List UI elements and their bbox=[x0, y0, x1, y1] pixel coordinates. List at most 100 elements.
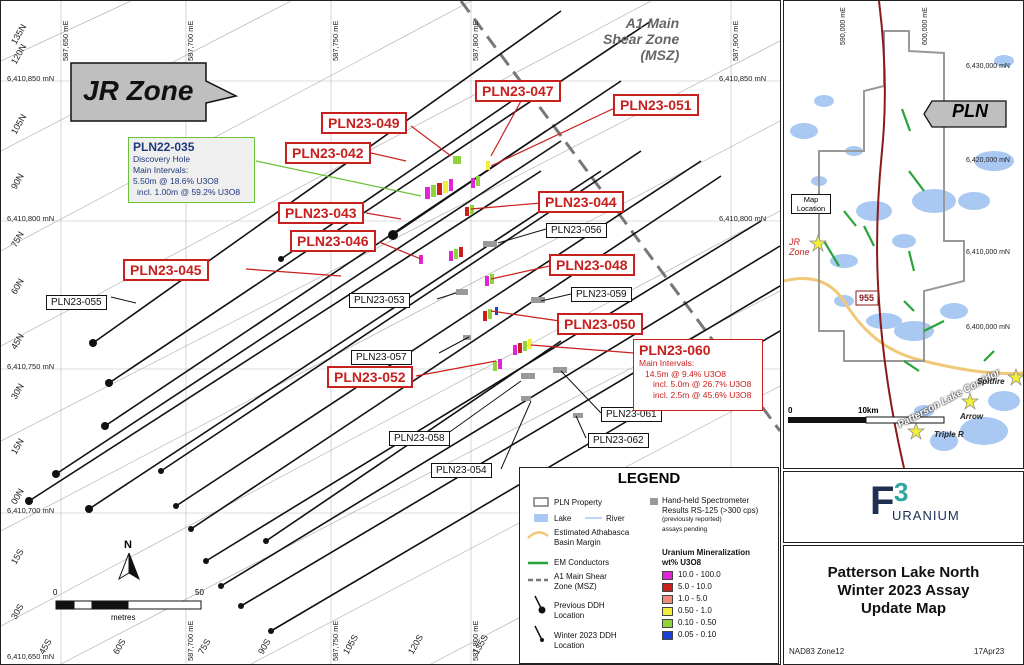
inset-northing: 6,420,000 mN bbox=[966, 157, 1010, 164]
red-leaders bbox=[245, 100, 635, 377]
drillhole-label: PLN23-044 bbox=[538, 191, 624, 213]
grid-easting-label: 587,650 mE bbox=[61, 20, 70, 61]
legend-title: LEGEND bbox=[617, 470, 681, 487]
drillhole-label: PLN23-052 bbox=[327, 366, 413, 388]
legend-uranium-l2: wt% U3O8 bbox=[662, 558, 702, 567]
legend-spectro-l2: Results RS-125 (>300 cps) bbox=[662, 505, 759, 515]
scale-right: 50 bbox=[195, 588, 204, 597]
collars bbox=[25, 230, 398, 634]
logo-uranium: URANIUM bbox=[892, 508, 960, 523]
deposits bbox=[809, 233, 1023, 441]
msz-label-line2: Shear Zone bbox=[603, 31, 680, 47]
msz-label: A1 Main Shear Zone (MSZ) bbox=[603, 15, 679, 63]
grid-northing-label: 6,410,850 mN bbox=[7, 74, 55, 83]
drillhole-label: PLN23-042 bbox=[285, 142, 371, 164]
legend-class-label: 0.50 - 1.0 bbox=[678, 606, 712, 615]
pln22-leader bbox=[255, 160, 422, 197]
north-arrow bbox=[118, 552, 140, 581]
drillhole-label: PLN23-058 bbox=[389, 431, 450, 446]
pln60-title: PLN23-060 bbox=[639, 342, 711, 358]
legend-lake: Lake bbox=[554, 514, 572, 523]
arrow-label: Arrow bbox=[960, 412, 984, 421]
legend-winter: Winter 2023 DDH Location bbox=[554, 631, 617, 651]
black-leaders bbox=[110, 228, 602, 470]
legend-class-label: 10.0 - 100.0 bbox=[678, 570, 721, 579]
legend-swatch bbox=[662, 631, 673, 640]
msz-label-line1: A1 Main bbox=[625, 15, 680, 31]
legend-winter-l2: Location bbox=[554, 641, 585, 650]
jr-zone-title: JR Zone bbox=[83, 75, 194, 106]
inset-northing: 6,410,000 mN bbox=[966, 249, 1010, 256]
road-number: 955 bbox=[859, 293, 875, 303]
grid-easting-label: 587,700 mE bbox=[186, 20, 195, 61]
f3-logo: F 3 URANIUM bbox=[870, 477, 960, 534]
legend-basin-l1: Estimated Athabasca bbox=[554, 528, 630, 537]
drillhole-label: PLN23-046 bbox=[290, 230, 376, 252]
legend-uranium-l1: Uranium Mineralization bbox=[662, 548, 751, 557]
legend: LEGEND PLN Property Lake River Estimated… bbox=[519, 467, 779, 664]
legend-uranium-title: Uranium Mineralization wt% U3O8 bbox=[662, 548, 750, 568]
pln60-line3: incl. 5.0m @ 26.7% U3O8 bbox=[653, 379, 752, 389]
map-location-box: Map Location bbox=[791, 194, 831, 214]
title-line2: Winter 2023 Assay bbox=[837, 582, 970, 599]
grid-easting-label: 587,750 mE bbox=[331, 20, 340, 61]
legend-spectro-l3: (previously reported) bbox=[662, 516, 722, 523]
date-label: 17Apr23 bbox=[974, 647, 1005, 656]
inset-scale-bar-white bbox=[865, 416, 945, 424]
basin-margin bbox=[784, 277, 1023, 375]
scale-bar bbox=[55, 600, 202, 610]
legend-prev-l1: Previous DDH bbox=[554, 601, 605, 610]
legend-symbols bbox=[527, 497, 658, 642]
jr-l1: JR bbox=[789, 237, 800, 247]
grid-northing-label: 6,410,800 mN bbox=[719, 214, 767, 223]
pln22-line2: 5.50m @ 18.6% U3O8 bbox=[133, 176, 219, 186]
inset-scale-right: 10km bbox=[858, 406, 879, 415]
drillhole-label: PLN23-053 bbox=[349, 293, 410, 308]
drillhole-label: PLN23-056 bbox=[546, 223, 607, 238]
drillhole-label: PLN23-047 bbox=[475, 80, 561, 102]
grid-easting-label: 587,750 mE bbox=[331, 620, 340, 661]
inset-easting: 590,000 mE bbox=[840, 7, 847, 45]
inset-easting: 600,000 mE bbox=[922, 7, 929, 45]
logo-f: F bbox=[870, 479, 895, 523]
drillhole-label: PLN23-059 bbox=[571, 287, 632, 302]
title-line1: Patterson Lake North bbox=[827, 564, 980, 581]
jr-zone-label: JR Zone bbox=[789, 237, 810, 257]
grid-easting-label: 587,700 mE bbox=[186, 620, 195, 661]
road-shield bbox=[855, 290, 879, 306]
inset-northing: 6,400,000 mN bbox=[966, 324, 1010, 331]
legend-basin-l2: Basin Margin bbox=[554, 538, 601, 547]
legend-spectro-l4: assays pending bbox=[662, 525, 708, 533]
north-letter: N bbox=[124, 539, 132, 551]
legend-em: EM Conductors bbox=[554, 558, 610, 567]
title-line3: Update Map bbox=[860, 600, 946, 617]
legend-spectro-l1: Hand-held Spectrometer bbox=[662, 496, 750, 505]
pln23-060-callout: PLN23-060 Main Intervals: 14.5m @ 9.4% U… bbox=[633, 339, 763, 411]
drillhole-label: PLN23-054 bbox=[431, 463, 492, 478]
legend-swatch bbox=[662, 607, 673, 616]
datum-label: NAD83 Zone12 bbox=[789, 647, 845, 656]
grid-northing-label: 6,410,650 mN bbox=[7, 652, 55, 661]
legend-class-label: 0.10 - 0.50 bbox=[678, 618, 717, 627]
legend-pln-property: PLN Property bbox=[554, 498, 603, 507]
drillhole-label: PLN23-050 bbox=[557, 313, 643, 335]
logo-3: 3 bbox=[894, 477, 909, 507]
legend-prev-l2: Location bbox=[554, 611, 585, 620]
map-location-l1: Map bbox=[803, 195, 819, 204]
pln60-line1: Main Intervals: bbox=[639, 358, 695, 368]
jr-l2: Zone bbox=[789, 247, 810, 257]
inset-northing: 6,430,000 mN bbox=[966, 63, 1010, 70]
pln60-line4: incl. 2.5m @ 45.6% U3O8 bbox=[653, 389, 752, 400]
legend-prev: Previous DDH Location bbox=[554, 601, 605, 621]
spectrometer-results bbox=[456, 241, 583, 418]
legend-spectro: Hand-held Spectrometer Results RS-125 (>… bbox=[662, 496, 758, 534]
logo-panel: F 3 URANIUM bbox=[783, 471, 1024, 543]
pln22-title: PLN22-035 bbox=[133, 140, 195, 154]
drillhole-label: PLN23-062 bbox=[588, 433, 649, 448]
legend-msz: A1 Main Shear Zone (MSZ) bbox=[554, 572, 607, 592]
map-location-l2: Location bbox=[796, 204, 826, 213]
legend-swatch bbox=[662, 571, 673, 580]
pln60-line2: 14.5m @ 9.4% U3O8 bbox=[645, 368, 726, 379]
legend-river: River bbox=[606, 514, 625, 523]
